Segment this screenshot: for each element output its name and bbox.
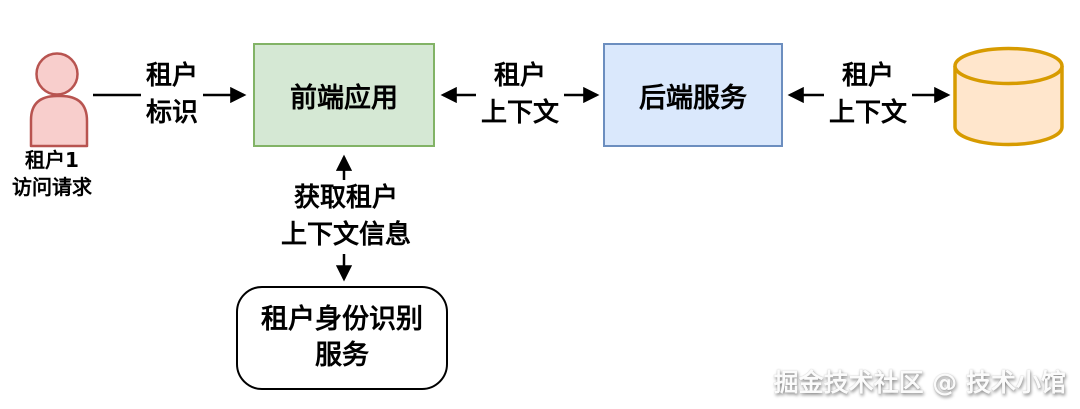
actor-caption-line2: 访问请求 xyxy=(12,175,92,199)
edge-label-tenant-id-line1: 租户 xyxy=(145,61,199,91)
edge-label-context-back-db: 租户 上下文 xyxy=(823,58,913,132)
node-identity-service: 租户身份识别 服务 xyxy=(236,286,448,390)
edge-label-get-context-line1: 获取租户 xyxy=(293,183,399,213)
node-identity-label-line2: 服务 xyxy=(315,340,369,371)
edge-label-get-context: 获取租户 上下文信息 xyxy=(275,180,417,254)
edge-label-context-back-db-line2: 上下文 xyxy=(828,98,908,128)
node-frontend-label: 前端应用 xyxy=(290,82,398,114)
edge-label-context-front-back-line1: 租户 xyxy=(493,61,547,91)
database-icon xyxy=(953,46,1064,147)
node-backend-service: 后端服务 xyxy=(603,43,783,147)
edge-label-context-front-back-line2: 上下文 xyxy=(480,98,560,128)
edge-label-tenant-id: 租户 标识 xyxy=(140,58,204,132)
actor-caption-line1: 租户1 xyxy=(25,148,79,172)
edge-label-context-back-db-line1: 租户 xyxy=(841,61,895,91)
node-frontend-app: 前端应用 xyxy=(253,43,435,147)
user-icon xyxy=(29,52,89,148)
edge-label-get-context-line2: 上下文信息 xyxy=(280,220,412,250)
edge-label-tenant-id-line2: 标识 xyxy=(145,98,199,128)
actor-caption: 租户1 访问请求 xyxy=(12,147,92,201)
watermark-text: 掘金技术社区 @ 技术小馆 xyxy=(773,368,1066,397)
edge-label-context-front-back: 租户 上下文 xyxy=(475,58,565,132)
node-identity-label-line1: 租户身份识别 xyxy=(261,304,423,335)
node-backend-label: 后端服务 xyxy=(639,82,747,114)
